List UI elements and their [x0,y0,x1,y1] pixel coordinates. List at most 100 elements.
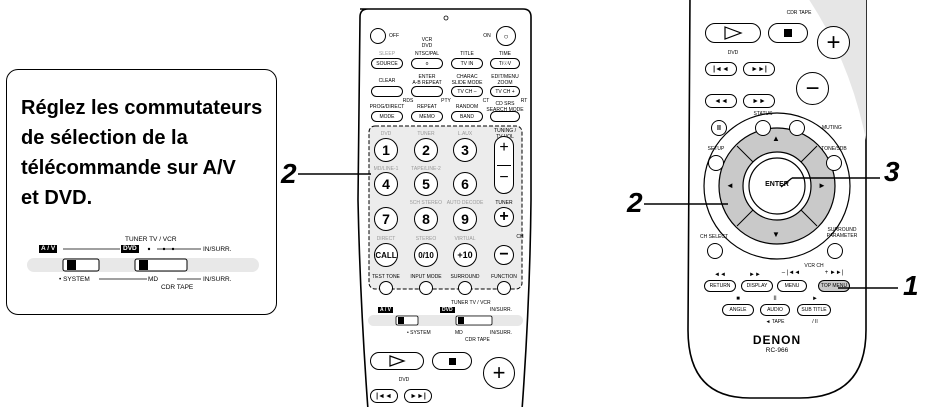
down-arrow-icon[interactable]: ▼ [772,230,780,239]
tv-ch-plus-button[interactable]: TV CH + [490,86,520,97]
tape-label: ◄ TAPE [765,319,785,325]
ch-select-button[interactable] [707,243,723,259]
num-2-button[interactable]: 2 [414,138,438,162]
num-3-button[interactable]: 3 [453,138,477,162]
input-mode-button[interactable] [419,281,433,295]
auto-decode-label: AUTO DECODE [446,200,484,206]
right-skip-back-button[interactable]: |◄◄ [705,62,737,76]
num-1-button[interactable]: 1 [374,138,398,162]
status-button[interactable] [755,120,771,136]
num-4-button[interactable]: 4 [374,172,398,196]
tv-ch-minus-button[interactable]: TV CH – [451,86,483,97]
right-cdr-tape-label: CDR TAPE [786,10,812,16]
switch-label-insurr: IN/SURR. [203,246,232,253]
stop-button[interactable] [432,352,472,370]
stereo-label: STEREO [415,236,437,242]
muting-button[interactable] [789,120,805,136]
right-skip-forward-button[interactable]: ►►| [743,62,775,76]
surround-parameter-button[interactable] [827,243,843,259]
callout-1: 1 [903,270,919,301]
right-play-button[interactable] [705,23,761,43]
tone-sdb-button[interactable] [826,155,842,171]
switch-diagram-lines [27,247,259,280]
tuning-rocker[interactable]: + − [494,136,514,194]
mini-switch-cdr-label: CDR TAPE [465,337,490,343]
power-off-button[interactable] [370,28,386,44]
num-5-button[interactable]: 5 [414,172,438,196]
num-9-button[interactable]: 9 [453,207,477,231]
surround-label: SURROUND [450,274,480,280]
tv-button[interactable]: T/☉V [490,58,520,69]
5ch-stereo-label: 5CH STEREO [410,200,442,206]
title-label: TITLE [460,51,474,57]
skip-back-button[interactable]: |◄◄ [370,389,398,403]
mode-button[interactable]: MODE [371,111,403,122]
call-button[interactable]: CALL [374,243,398,267]
switch-label-insurr-2: IN/SURR. [203,276,232,283]
source-button[interactable]: SOURCE [371,58,403,69]
vcr-ch-label: VCR CH [804,263,824,269]
subtitle-button[interactable]: SUB TITLE [797,304,831,316]
top-menu-button[interactable]: TOP MENU [818,280,850,292]
right-volume-plus-button[interactable]: + [817,26,850,59]
switch-label-tuner-tvvcr: TUNER TV / VCR [125,236,177,243]
stop-small-icon: ■ [736,296,740,302]
power-on-button[interactable]: ○ [496,26,516,46]
right-stop-button[interactable] [768,23,808,43]
num-7-button[interactable]: 7 [374,207,398,231]
function-button[interactable] [497,281,511,295]
setup-label: SETUP [707,146,725,152]
skip-forward-small-icon: + ►►| [824,270,844,276]
search-mode-button[interactable] [490,111,520,122]
enter-button[interactable]: ENTER [765,181,789,188]
right-volume-minus-button[interactable]: − [796,72,829,105]
clear-button[interactable] [371,86,403,97]
angle-button[interactable]: ANGLE [722,304,754,316]
mini-switch-insurr-label: IN/SURR. [490,307,512,313]
num-8-button[interactable]: 8 [414,207,438,231]
num-0-button[interactable]: 0/10 [414,243,438,267]
rewind-button[interactable]: ◄◄ [705,94,737,108]
enter-ab-button[interactable] [411,86,443,97]
return-button[interactable]: RETURN [704,280,736,292]
instruction-box: Réglez les commutateurs de sélection de … [6,69,277,315]
rocker-divider [497,165,511,167]
volume-plus-button[interactable]: + [483,357,515,389]
switch-label-md: MD [148,276,159,283]
ch-plus-button[interactable]: + [494,207,514,227]
plus10-button[interactable]: +10 [453,243,477,267]
dvd-label: DVD [421,43,433,49]
display-button[interactable]: DISPLAY [741,280,773,292]
keypad-tuner-label: TUNER [417,131,435,137]
ch-minus-button[interactable]: − [494,245,514,265]
md-line1-label: MD/LINE-1 [373,166,399,172]
pause-small-icon: II [773,296,777,302]
play-icon [389,355,406,367]
test-tone-button[interactable] [379,281,393,295]
pty-label: PTY [441,98,451,104]
surround-parameter-label: SURROUND PARAMETER [826,227,858,239]
setup-button[interactable] [708,155,724,171]
function-label: FUNCTION [491,274,517,280]
switch-badge-dvd: DVD [121,245,139,253]
ct-label: CT [482,98,490,104]
test-tone-label: TEST TONE [372,274,400,280]
audio-button[interactable]: AUDIO [760,304,790,316]
memo-button[interactable]: MEMO [411,111,443,122]
fast-forward-button[interactable]: ►► [743,94,775,108]
skip-forward-button[interactable]: ►►| [404,389,432,403]
up-arrow-icon[interactable]: ▲ [772,134,780,143]
tv-in-button[interactable]: TV IN [451,58,483,69]
vcr-label: VCR [421,37,433,43]
num-6-button[interactable]: 6 [453,172,477,196]
pause-button[interactable]: II [711,120,727,136]
surround-button[interactable] [458,281,472,295]
band-button[interactable]: BAND [451,111,483,122]
play-button[interactable] [370,352,424,370]
menu-button[interactable]: MENU [777,280,807,292]
left-arrow-icon[interactable]: ◄ [726,181,734,190]
ntscpal-button[interactable]: o [411,58,443,69]
right-arrow-icon[interactable]: ► [818,181,826,190]
